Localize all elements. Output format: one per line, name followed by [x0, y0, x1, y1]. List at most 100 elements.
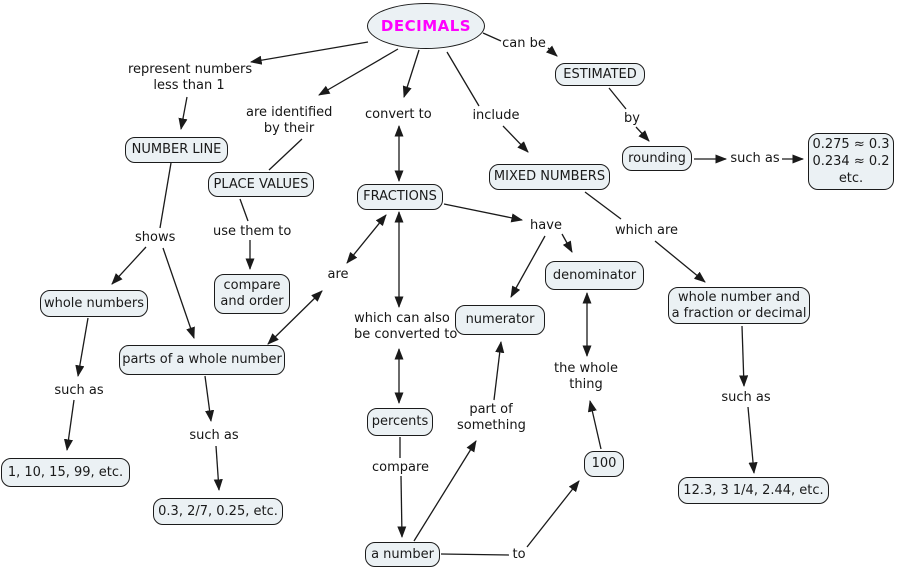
- label-such-as-mid: such as: [189, 428, 239, 443]
- node-hundred-label: 100: [591, 456, 617, 471]
- label-are-identified: are identified by their: [246, 105, 332, 137]
- rounding-example-line: 0.234 ≈ 0.2: [812, 154, 890, 169]
- node-parts-whole-label: parts of a whole number: [122, 352, 282, 367]
- label-are: are: [327, 267, 349, 282]
- label-such-as-right: such as: [730, 151, 780, 166]
- label-include: include: [472, 108, 520, 123]
- decimals-node[interactable]: DECIMALS: [367, 3, 485, 49]
- edge-decimals-can-be: [482, 32, 502, 42]
- node-rounding[interactable]: rounding: [622, 146, 692, 171]
- node-mixed-numbers[interactable]: MIXED NUMBERS: [489, 164, 610, 190]
- decimals-node-label: DECIMALS: [380, 17, 472, 35]
- edge-number-line-shows: [159, 162, 172, 229]
- edge-decimals-represent: [249, 41, 369, 65]
- edge-by-rounding: [635, 126, 650, 142]
- label-are-identified-line: are identified: [246, 105, 333, 120]
- node-a-number-label: a number: [371, 546, 434, 562]
- edge-hundred-whole-thing: [587, 399, 602, 450]
- node-whole-fraction[interactable]: whole number and a fraction or decimal: [668, 287, 810, 324]
- edge-mixed-numbers-which-are: [584, 191, 622, 220]
- label-which-can-line: which can also: [354, 311, 450, 326]
- edge-are-identified-place-values: [268, 138, 303, 171]
- label-which-are: which are: [615, 223, 679, 238]
- edge-a-number-to: [440, 553, 510, 556]
- label-whole-thing-line: the whole: [554, 361, 618, 376]
- edge-have-numerator: [510, 235, 546, 298]
- label-are-identified-line: by their: [263, 121, 315, 136]
- node-numerator[interactable]: numerator: [455, 305, 545, 335]
- label-represent: represent numbers less than 1: [128, 62, 252, 94]
- edge-to-hundred: [526, 480, 580, 548]
- node-numerator-label: numerator: [465, 312, 535, 327]
- node-compare-order[interactable]: compare and order: [214, 274, 290, 314]
- edge-compare-a-number: [397, 475, 407, 539]
- node-estimated-label: ESTIMATED: [563, 66, 637, 82]
- label-compare: compare: [372, 460, 430, 475]
- node-place-values-label: PLACE VALUES: [213, 176, 309, 192]
- rounding-example-line: 0.275 ≈ 0.3: [812, 137, 890, 152]
- edge-such-as-mixed-examples: [747, 406, 758, 475]
- label-such-as-left: such as: [54, 383, 104, 398]
- label-such-as-br: such as: [721, 390, 771, 405]
- label-have: have: [530, 218, 562, 233]
- edge-represent-number-line: [178, 96, 188, 131]
- node-mixed-examples[interactable]: 12.3, 3 1/4, 2.44, etc.: [678, 477, 829, 504]
- edge-fractions-have: [443, 203, 524, 223]
- edge-place-values-use-them-to: [239, 198, 249, 222]
- edge-parts-whole-such-as: [204, 375, 215, 423]
- edge-part-of-numerator: [493, 340, 505, 401]
- edge-such-as-decimals-examples: [213, 445, 223, 492]
- node-parts-whole[interactable]: parts of a whole number: [119, 345, 285, 375]
- node-whole-fraction-line: a fraction or decimal: [671, 305, 807, 321]
- edge-have-denominator: [561, 233, 573, 253]
- node-hundred[interactable]: 100: [584, 451, 624, 477]
- label-convert-to: convert to: [365, 107, 432, 122]
- node-mixed-examples-label: 12.3, 3 1/4, 2.44, etc.: [683, 482, 824, 498]
- node-a-number[interactable]: a number: [365, 542, 440, 567]
- node-percents-label: percents: [371, 414, 429, 429]
- label-which-can: which can also be converted to: [354, 311, 458, 343]
- node-fractions-label: FRACTIONS: [363, 189, 437, 204]
- edge-decimals-include: [446, 51, 480, 107]
- edge-shows-parts-whole: [162, 247, 195, 339]
- edge-such-as-ones-examples: [63, 399, 75, 452]
- edge-a-number-part-of: [413, 440, 477, 542]
- label-whole-thing-line: thing: [569, 377, 603, 392]
- label-part-of-line: something: [457, 418, 526, 433]
- edge-whole-fraction-such-as: [739, 325, 749, 388]
- label-part-of: part of something: [457, 402, 526, 434]
- label-by: by: [624, 111, 640, 126]
- label-can-be: can be: [502, 36, 546, 51]
- node-compare-order-line: and order: [220, 294, 284, 309]
- node-rounding-examples[interactable]: 0.275 ≈ 0.3 0.234 ≈ 0.2 etc.: [808, 133, 894, 190]
- edge-parts-whole-are: [267, 290, 323, 345]
- label-which-can-line: be converted to: [354, 327, 458, 342]
- edge-whole-numbers-such-as: [75, 317, 89, 378]
- node-percents[interactable]: percents: [367, 408, 433, 436]
- node-whole-fraction-line: whole number and: [678, 289, 800, 305]
- node-place-values[interactable]: PLACE VALUES: [208, 172, 314, 197]
- label-to: to: [512, 547, 526, 562]
- node-mixed-numbers-label: MIXED NUMBERS: [493, 169, 606, 184]
- edge-include-mixed-numbers: [502, 125, 529, 153]
- node-estimated[interactable]: ESTIMATED: [555, 63, 645, 86]
- label-whole-thing: the whole thing: [554, 361, 618, 393]
- node-whole-numbers[interactable]: whole numbers: [40, 290, 148, 317]
- label-represent-line: less than 1: [153, 78, 225, 93]
- node-ones-examples-label: 1, 10, 15, 99, etc.: [7, 464, 124, 480]
- node-fractions[interactable]: FRACTIONS: [357, 184, 443, 210]
- edge-decimals-convert-to: [402, 49, 420, 98]
- edge-shows-whole-numbers: [111, 246, 147, 285]
- node-ones-examples[interactable]: 1, 10, 15, 99, etc.: [1, 458, 130, 487]
- edge-which-are-whole-fraction: [654, 240, 706, 283]
- node-number-line-label: NUMBER LINE: [131, 142, 222, 157]
- node-decimals-examples-label: 0.3, 2/7, 0.25, etc.: [158, 503, 278, 519]
- edge-estimated-by: [608, 87, 627, 110]
- label-use-them-to: use them to: [213, 224, 292, 239]
- rounding-example-line: etc.: [838, 171, 864, 186]
- node-denominator[interactable]: denominator: [545, 261, 644, 290]
- node-decimals-examples[interactable]: 0.3, 2/7, 0.25, etc.: [153, 498, 283, 525]
- node-number-line[interactable]: NUMBER LINE: [125, 137, 228, 163]
